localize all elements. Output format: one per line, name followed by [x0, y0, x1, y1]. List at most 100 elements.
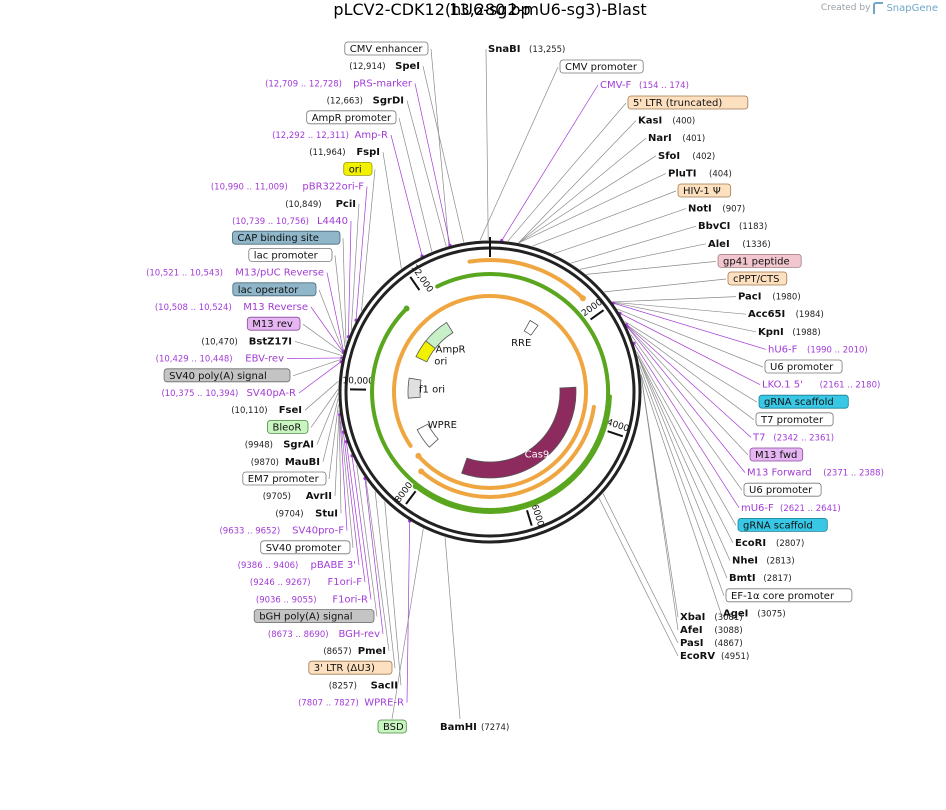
- enzyme-location-kpni: (1988): [792, 328, 820, 338]
- label-primer-lko-1-5: LKO.1 5'(2161 .. 2180): [762, 380, 880, 391]
- leader-bleor: [310, 388, 339, 428]
- enzyme-name-stui: StuI: [315, 508, 338, 519]
- feature-badge-cmv-promoter: [559, 59, 644, 74]
- label-enzyme-spei: SpeI(12,914): [349, 61, 420, 72]
- enzyme-name-kpni: KpnI: [758, 327, 784, 338]
- feature-label-ori: ori: [434, 356, 447, 367]
- primer-name-amp-r: Amp-R: [355, 130, 389, 141]
- feature-cas9: [461, 386, 577, 479]
- primer-location-m13-forward: (2371 .. 2388): [823, 469, 884, 479]
- leader-bgh-poly-a-signal: [356, 465, 378, 617]
- leader-u6-promoter: [630, 334, 743, 491]
- leader-pbr322ori-f: [355, 186, 368, 321]
- leader-avrii: [334, 410, 340, 497]
- feature-badge-cppt-cts: [727, 271, 788, 286]
- label-feature-t7-promoter: T7 promoter: [755, 412, 834, 427]
- enzyme-name-bstz17i: BstZ17I: [249, 336, 292, 347]
- enzyme-location-agei: (3075): [757, 609, 785, 619]
- enzyme-location-sacii: (8257): [329, 681, 357, 691]
- enzyme-location-bamhi: (7274): [481, 723, 509, 733]
- label-feature-bleor: BleoR: [267, 419, 309, 434]
- feature-badge-text-bsd: BSD: [383, 722, 404, 733]
- label-enzyme-pasi: PasI(4867): [680, 638, 743, 649]
- label-enzyme-snabi: SnaBI(13,255): [488, 44, 565, 55]
- leader-pasi: [602, 493, 679, 644]
- enzyme-location-fsei: (10,110): [231, 406, 267, 416]
- enzyme-name-nhei: NheI: [732, 556, 758, 567]
- feature-badge-text-em7-promoter: EM7 promoter: [248, 474, 320, 485]
- leader-sv40pro-f: [339, 414, 348, 531]
- label-enzyme-sacii: SacII(8257): [329, 680, 398, 691]
- feature-badge-text-cmv-enhancer: CMV enhancer: [350, 44, 424, 55]
- leader-bgh-rev: [364, 478, 384, 634]
- leader-sacii: [384, 501, 402, 686]
- feature-label-ampr: AmpR: [436, 344, 466, 355]
- outer-arc-2: [413, 394, 612, 514]
- leader-grna-scaffold: [624, 321, 758, 403]
- primer-location-sv40pa-r: (10,375 .. 10,394): [161, 389, 238, 399]
- label-enzyme-bbvci: BbvCI(1183): [698, 221, 767, 232]
- label-feature-cmv-enhancer: CMV enhancer: [344, 41, 429, 56]
- snapgene-logo-icon: [873, 2, 884, 14]
- label-enzyme-alei: AleI(1336): [708, 239, 771, 250]
- leader-lines: [286, 48, 767, 720]
- leader-agei: [640, 374, 722, 614]
- enzyme-name-afei: AfeI: [680, 625, 703, 636]
- enzyme-name-pasi: PasI: [680, 638, 703, 649]
- feature-badge-grna-scaffold: [737, 518, 828, 532]
- feature-badge-text-m13-fwd: M13 fwd: [755, 450, 797, 461]
- enzyme-location-spei: (12,914): [349, 62, 385, 72]
- primer-location-bgh-rev: (8673 .. 8690): [268, 630, 329, 640]
- label-feature-lac-promoter: lac promoter: [248, 247, 333, 262]
- outer-arc-2-end-icon: [412, 483, 419, 490]
- primer-location-ebv-rev: (10,429 .. 10,448): [156, 355, 233, 365]
- feature-badge-text-cppt-cts: cPPT/CTS: [733, 274, 779, 285]
- enzyme-name-sfoi: SfoI: [658, 151, 680, 162]
- leader-bstz17i: [294, 341, 343, 357]
- enzyme-name-noti: NotI: [688, 204, 712, 215]
- feature-badge-text-m13-rev: M13 rev: [252, 319, 293, 330]
- feature-rre: [523, 319, 539, 336]
- enzyme-location-sgrai: (9948): [245, 441, 273, 451]
- leader-m13-forward: [626, 326, 746, 473]
- leader-sv40-poly-a-signal: [292, 358, 342, 377]
- leader-5-ltr-truncated: [507, 102, 627, 242]
- label-enzyme-stui: StuI(9704): [275, 508, 338, 519]
- leader-noti: [553, 208, 687, 255]
- feature-label-cas9: Cas9: [525, 449, 550, 460]
- leader-u6-promoter: [617, 308, 764, 368]
- plasmid-name: pLCV2-CDK12(hU6-sg2-mU6-sg3)-Blast: [333, 0, 647, 19]
- leader-acc65i: [612, 301, 747, 315]
- label-feature-cmv-promoter: CMV promoter: [559, 59, 644, 74]
- feature-badge-m13-fwd: [749, 447, 804, 462]
- label-primer-cmv-f: CMV-F(154 .. 174): [600, 80, 689, 91]
- feature-badge-bleor: [267, 419, 309, 434]
- primer-name-pbabe-3: pBABE 3': [310, 560, 356, 571]
- label-primer-t7: T7(2342 .. 2361): [752, 432, 834, 443]
- tick-label-8000: 8000: [394, 480, 416, 505]
- label-primer-f1ori-f: F1ori-F(9246 .. 9267): [250, 577, 362, 588]
- enzyme-location-xbai: (3081): [714, 613, 742, 623]
- primer-name-wpre-r: WPRE-R: [364, 698, 404, 709]
- leader-l4440: [348, 220, 352, 337]
- label-primer-wpre-r: WPRE-R(7807 .. 7827): [298, 698, 404, 709]
- label-feature-5-ltr-truncated: 5' LTR (truncated): [627, 95, 749, 110]
- leader-cmv-enhancer: [430, 48, 450, 246]
- enzyme-location-bstz17i: (10,470): [201, 337, 237, 347]
- enzyme-location-maubi: (9870): [251, 458, 279, 468]
- label-enzyme-fspi: FspI(11,964): [309, 147, 380, 158]
- enzyme-name-kasi: KasI: [638, 116, 662, 127]
- feature-badge-em7-promoter: [242, 471, 327, 486]
- primer-location-m13-reverse: (10,508 .. 10,524): [155, 303, 232, 313]
- enzyme-location-pluti: (404): [709, 169, 732, 179]
- feature-ampr: [423, 321, 454, 352]
- feature-badge-cmv-enhancer: [344, 41, 429, 56]
- enzyme-name-agei: AgeI: [723, 608, 748, 619]
- leader-stui: [338, 410, 342, 514]
- leader-nari: [518, 137, 647, 243]
- leader-cmv-promoter: [479, 66, 559, 241]
- leader-t7: [626, 324, 752, 438]
- feature-badge-cap-binding-site: [231, 230, 341, 245]
- leader-afei: [640, 375, 679, 631]
